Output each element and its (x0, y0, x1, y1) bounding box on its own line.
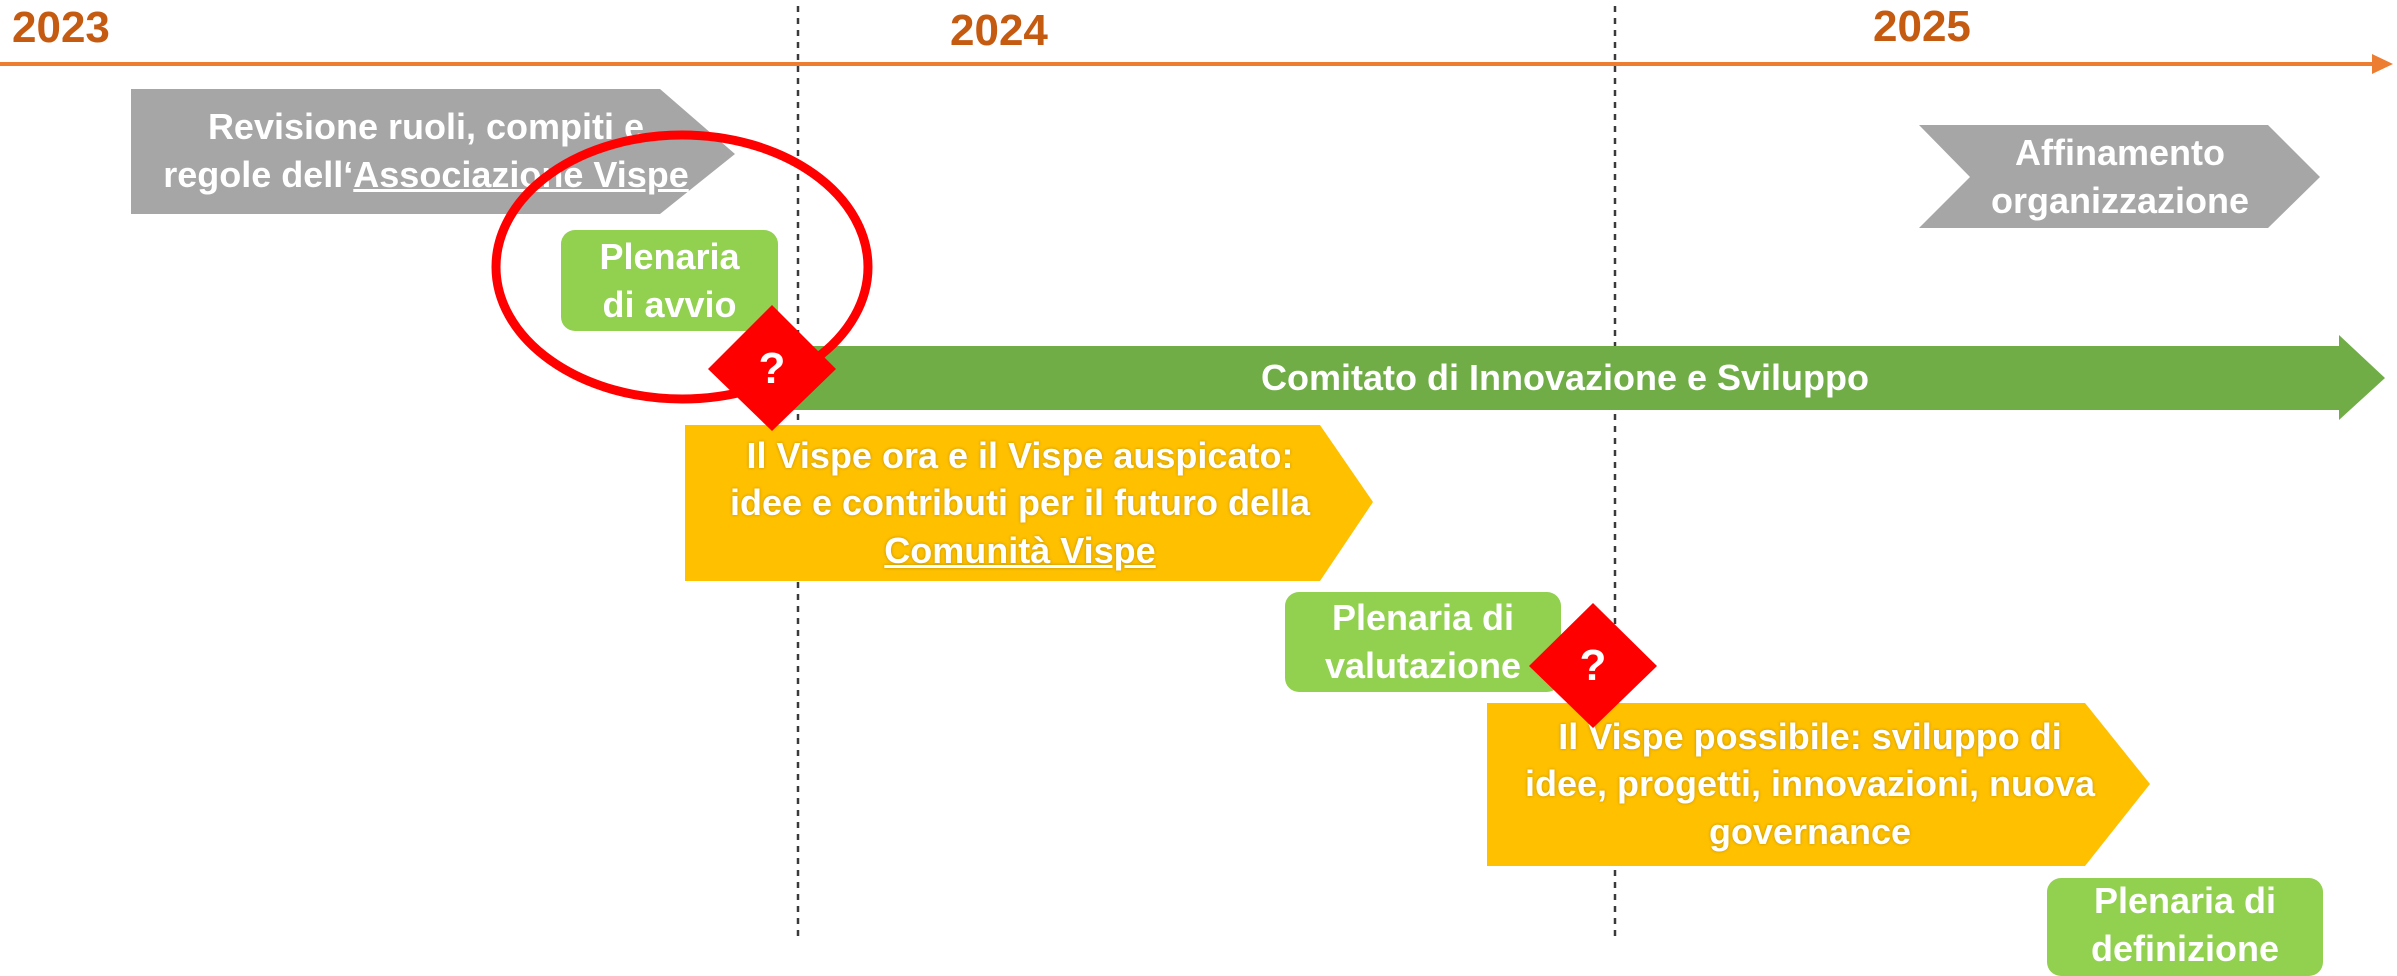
question-mark-1: ? (758, 344, 786, 393)
phase-comitato-label: Comitato di Innovazione e Sviluppo (1260, 357, 1870, 399)
plenaria-definizione-box (2047, 878, 2323, 976)
phase-affinamento-shape (1919, 125, 2320, 228)
plenaria-avvio-label: Plenaria di avvio (599, 235, 740, 325)
associazione-vispe-link[interactable]: Associazione Vispe (353, 154, 689, 195)
phase-vispe-ora-shape (685, 425, 1373, 581)
comunita-vispe-link[interactable]: Comunità Vispe (884, 529, 1156, 571)
year-label-2025: 2025 (1873, 2, 1971, 51)
plenaria-valutazione-box (1285, 592, 1561, 692)
phase-vispe-possibile-shape (1487, 703, 2150, 866)
phase-comitato-shape (770, 335, 2385, 420)
phase-revisione-label: Revisione ruoli, compiti e regole dell‘A… (163, 106, 689, 195)
phase-affinamento-label: Affinamento organizzazione (1990, 132, 2250, 221)
question-mark-2: ? (1579, 641, 1607, 690)
plenaria-valutazione-label: Plenaria di valutazione (1324, 597, 1522, 686)
plenaria-definizione-label: Plenaria di definizione (2091, 880, 2279, 969)
year-label-2024: 2024 (950, 6, 1048, 55)
phase-vispe-ora-label: Il Vispe ora e il Vispe auspicato: idee … (690, 428, 1350, 578)
timeline-axis-arrowhead (2372, 54, 2393, 74)
phase-vispe-possibile-label: Il Vispe possibile: sviluppo di idee, pr… (1524, 715, 2096, 852)
year-label-2023: 2023 (12, 3, 110, 52)
